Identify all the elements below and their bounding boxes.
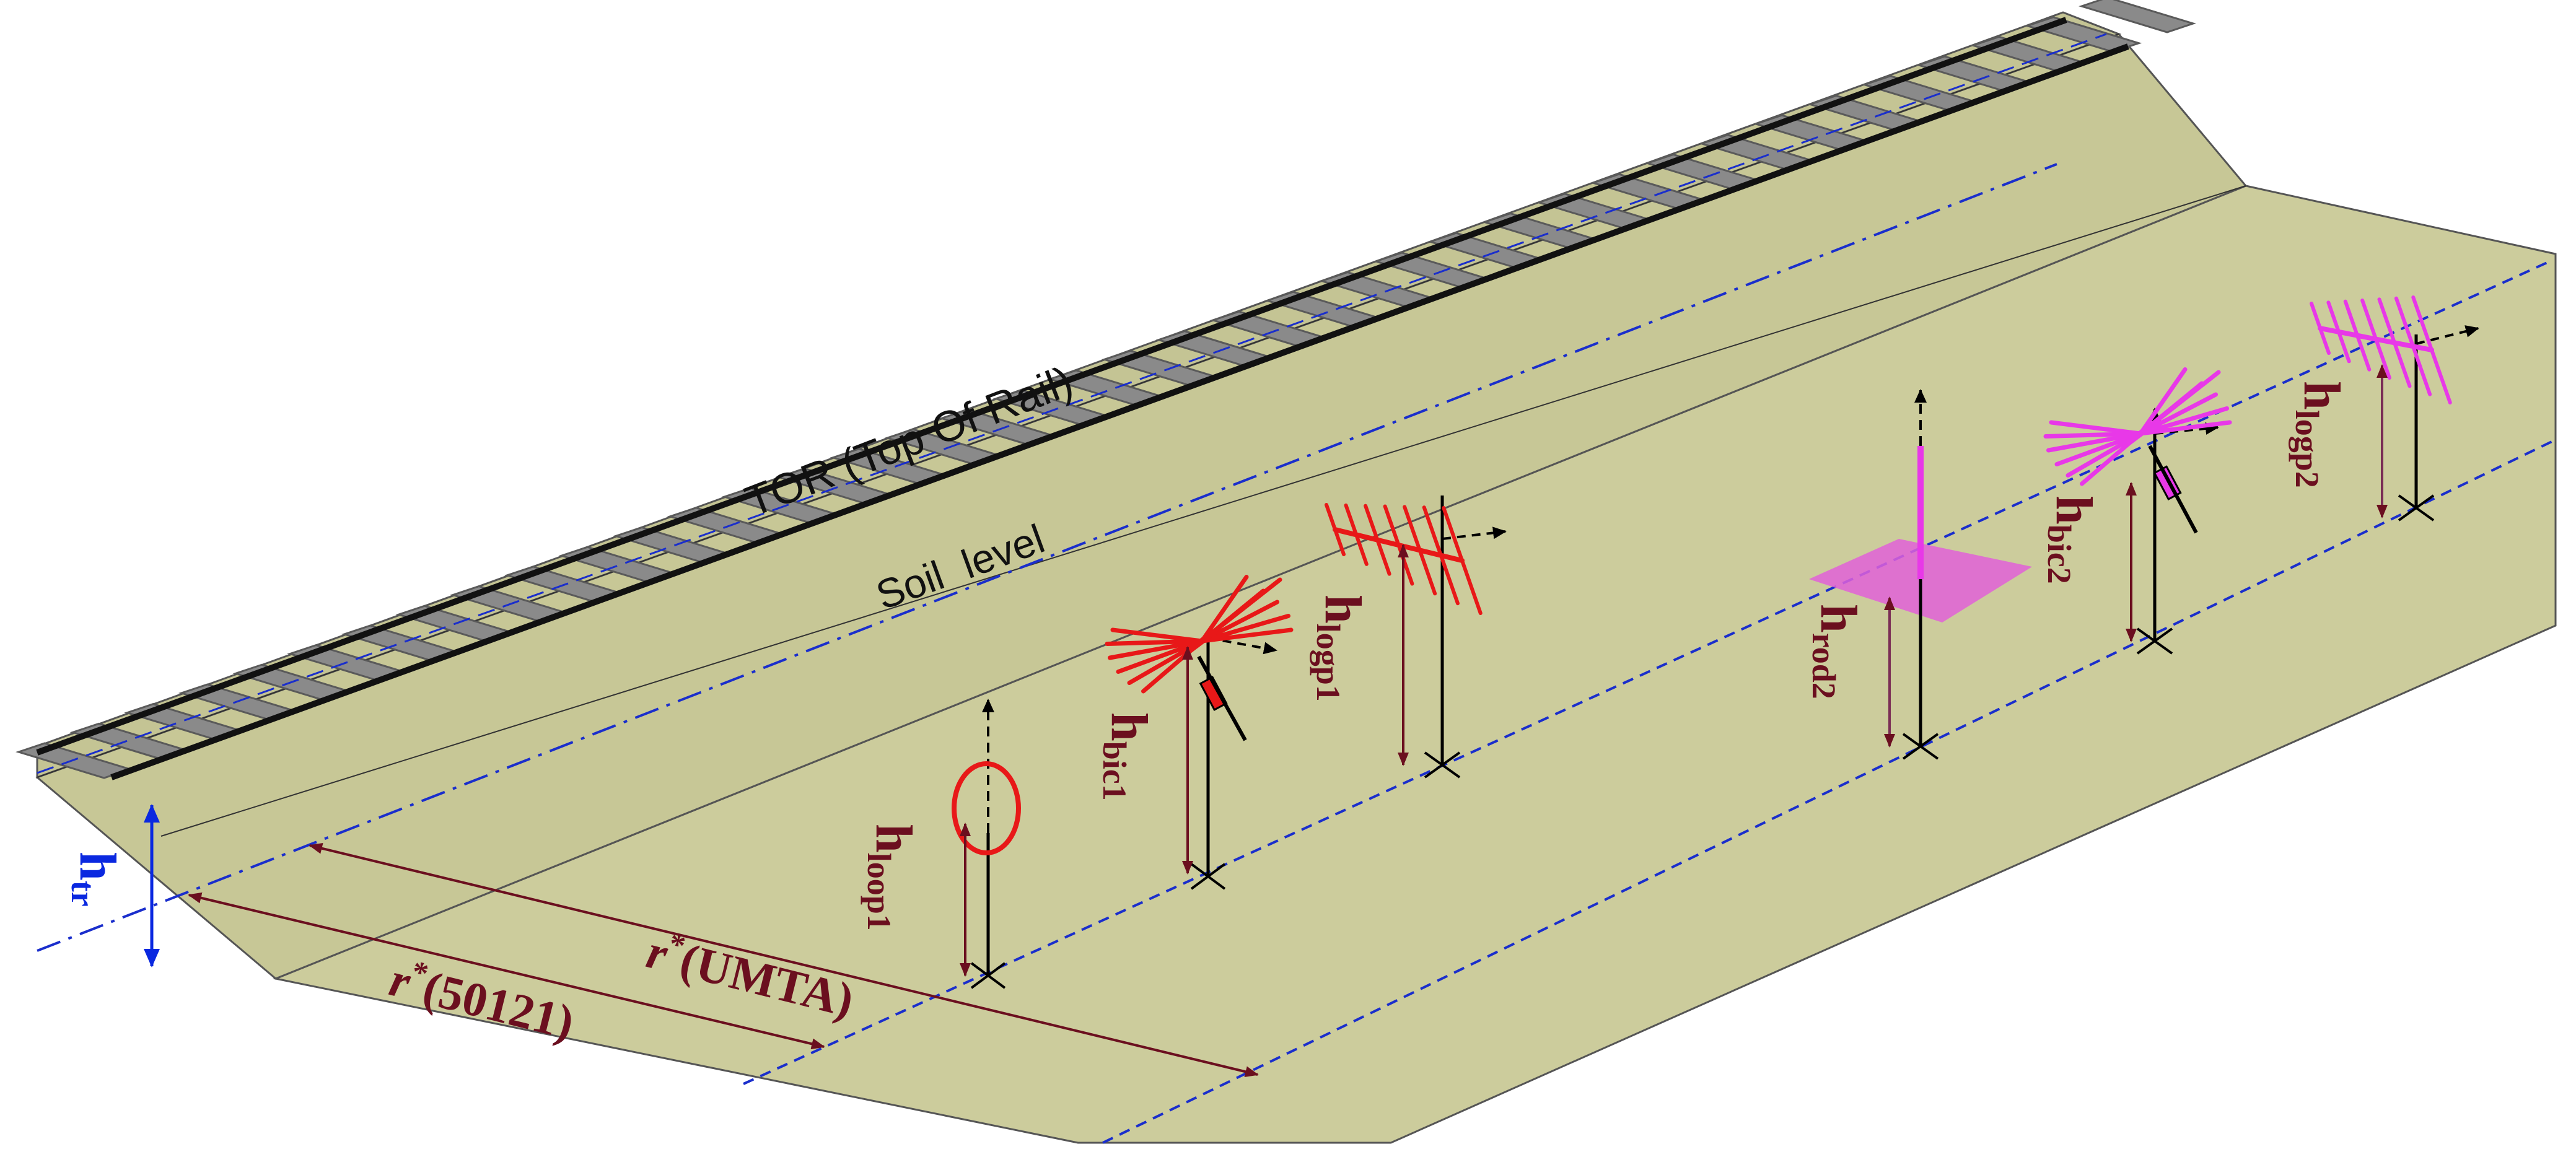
h-bic1-label: hbic1 [1096,712,1158,801]
rail-left [36,17,2067,756]
measurement-line-2 [1102,439,2556,1144]
h-rod2-label: hrod2 [1805,604,1867,699]
measurement-line-1 [743,259,2553,1085]
rail-right [110,43,2129,780]
h-logp2-label: hlogp2 [2289,381,2350,488]
h-tr-dimension: htr [64,804,160,967]
biconical-antenna-2: hbic2 [2041,367,2232,655]
reference-lines [37,163,2556,1144]
loop-antenna-1: hloop1 [861,699,1021,989]
h-bic2-label: hbic2 [2041,496,2103,584]
rod-antenna-2: hrod2 [1805,389,2032,760]
log-periodic-antenna-1: hlogp1 [1310,496,1507,779]
loop-icon [952,761,1021,855]
h-loop1-label: hloop1 [861,824,922,931]
rails [36,17,2129,780]
track-centerline [37,33,2107,774]
biconical-antenna-1: hbic1 [1096,575,1294,890]
biconical-icon-2 [2043,367,2232,486]
log-periodic-antenna-2: hlogp2 [2289,295,2479,522]
soil-level-line [37,163,2057,952]
sleeper [2079,0,2196,33]
h-tr-label: htr [64,852,126,907]
h-logp1-label: hlogp1 [1310,595,1372,702]
